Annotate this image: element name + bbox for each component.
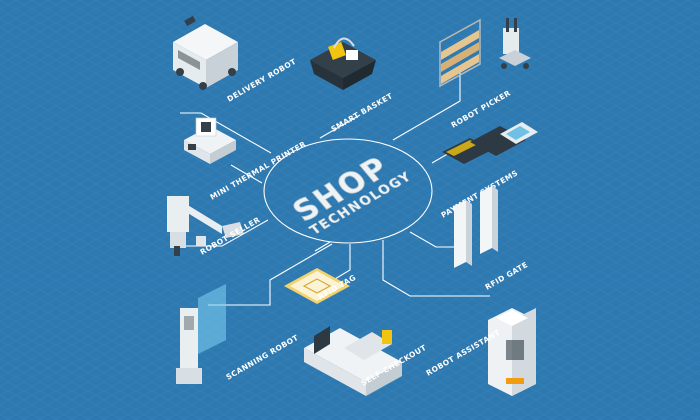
delivery-robot-icon [173,15,238,90]
robot-assistant-icon [488,308,536,396]
credit-card-icon [442,122,538,164]
self-checkout-icon [304,326,402,396]
thermal-printer-icon [184,117,236,164]
connector-lines [180,70,505,306]
robot-arm-icon [167,196,244,256]
rfid-gate-icon [454,186,498,268]
warehouse-shelf-icon [439,18,531,88]
shopping-basket-icon [310,37,376,90]
rfid-tag-icon [284,268,350,304]
scanning-robot-icon [176,284,226,384]
